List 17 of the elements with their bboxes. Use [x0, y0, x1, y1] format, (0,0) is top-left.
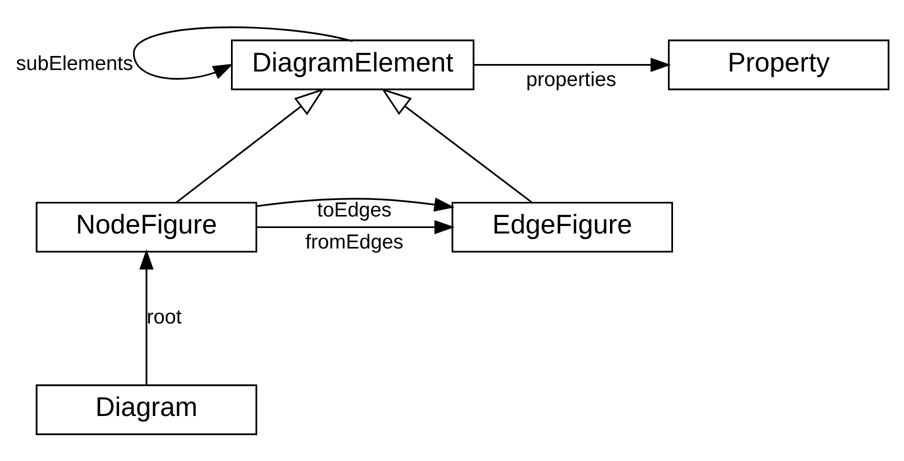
arrow	[474, 58, 671, 72]
arrow	[256, 198, 455, 212]
edge-label: properties	[526, 69, 616, 92]
node-box: NodeFigure	[36, 202, 258, 253]
node-box: EdgeFigure	[452, 202, 674, 253]
edge-label: toEdges	[317, 199, 392, 222]
edge-label: root	[146, 306, 182, 329]
edge-label: subElements	[16, 53, 134, 76]
node-box: DiagramElement	[230, 40, 474, 90]
edge-label: fromEdges	[305, 231, 404, 254]
arrow	[132, 26, 353, 80]
arrow	[176, 88, 325, 204]
arrow	[139, 249, 154, 385]
arrow	[381, 88, 532, 204]
arrow	[256, 220, 455, 234]
node-box: Property	[668, 40, 890, 90]
node-box: Diagram	[36, 384, 258, 436]
